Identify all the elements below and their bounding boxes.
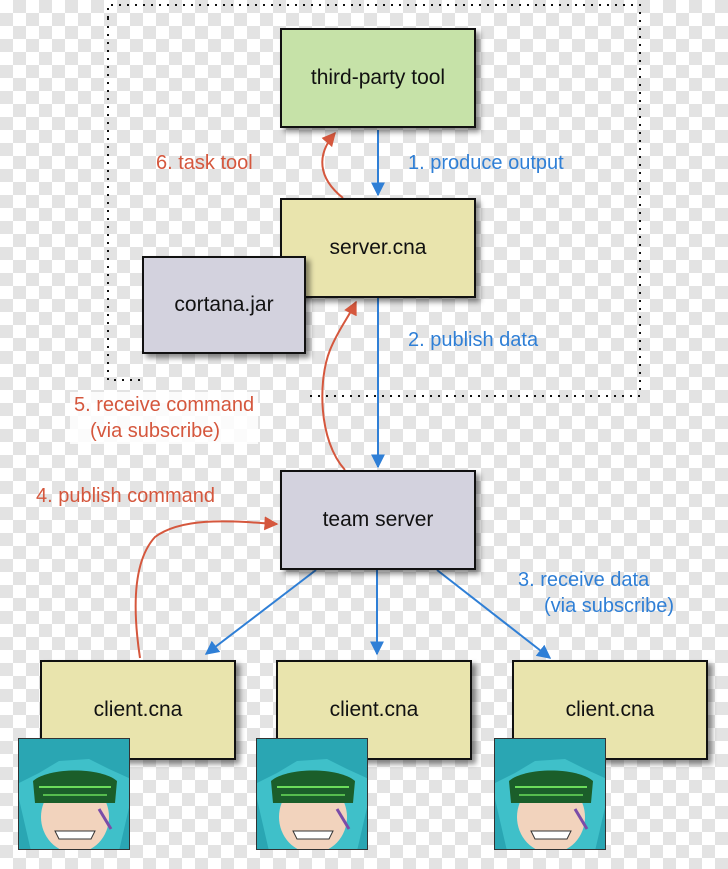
edge-label-produce-output: 1. produce output [408,152,564,174]
arrow-publish-command [134,516,279,659]
edge-label-receive-command-line2: (via subscribe) [90,420,221,442]
edge-label-receive-command: 5. receive command (via subscribe) [70,392,259,444]
node-team-server-label: team server [322,508,434,531]
anime-avatar-icon [495,739,605,849]
anime-avatar-icon [257,739,367,849]
edge-label-publish-command: 4. publish command [36,485,215,507]
node-client-cna-3-label: client.cna [565,698,655,721]
node-server-cna: server.cna [280,198,476,298]
edge-label-receive-data-line1: 3. receive data [518,569,650,591]
edge-label-publish-data: 2. publish data [408,329,539,351]
node-server-cna-label: server.cna [329,236,427,259]
node-cortana-jar: cortana.jar [142,256,306,354]
edge-label-receive-data: 3. receive data (via subscribe) [518,567,674,619]
arrow-receive-data-left [204,569,317,655]
node-client-cna-2-label: client.cna [329,698,419,721]
server-boundary [107,4,641,397]
edge-label-receive-command-line1: 5. receive command [74,394,255,416]
avatar-icon [494,738,606,850]
edge-label-task-tool: 6. task tool [156,152,253,174]
node-cortana-jar-label: cortana.jar [174,293,274,316]
node-team-server: team server [280,470,476,570]
anime-avatar-icon [19,739,129,849]
node-third-party-tool-label: third-party tool [310,66,446,89]
node-client-cna-1-label: client.cna [93,698,183,721]
arrow-task-tool [321,131,344,199]
arrow-receive-data-right [436,569,552,659]
node-client-cna-3: client.cna [512,660,708,760]
node-third-party-tool: third-party tool [280,28,476,128]
arrow-receive-command [321,300,357,471]
edge-label-receive-data-line2: (via subscribe) [544,595,675,617]
avatar-icon [256,738,368,850]
avatar-icon [18,738,130,850]
